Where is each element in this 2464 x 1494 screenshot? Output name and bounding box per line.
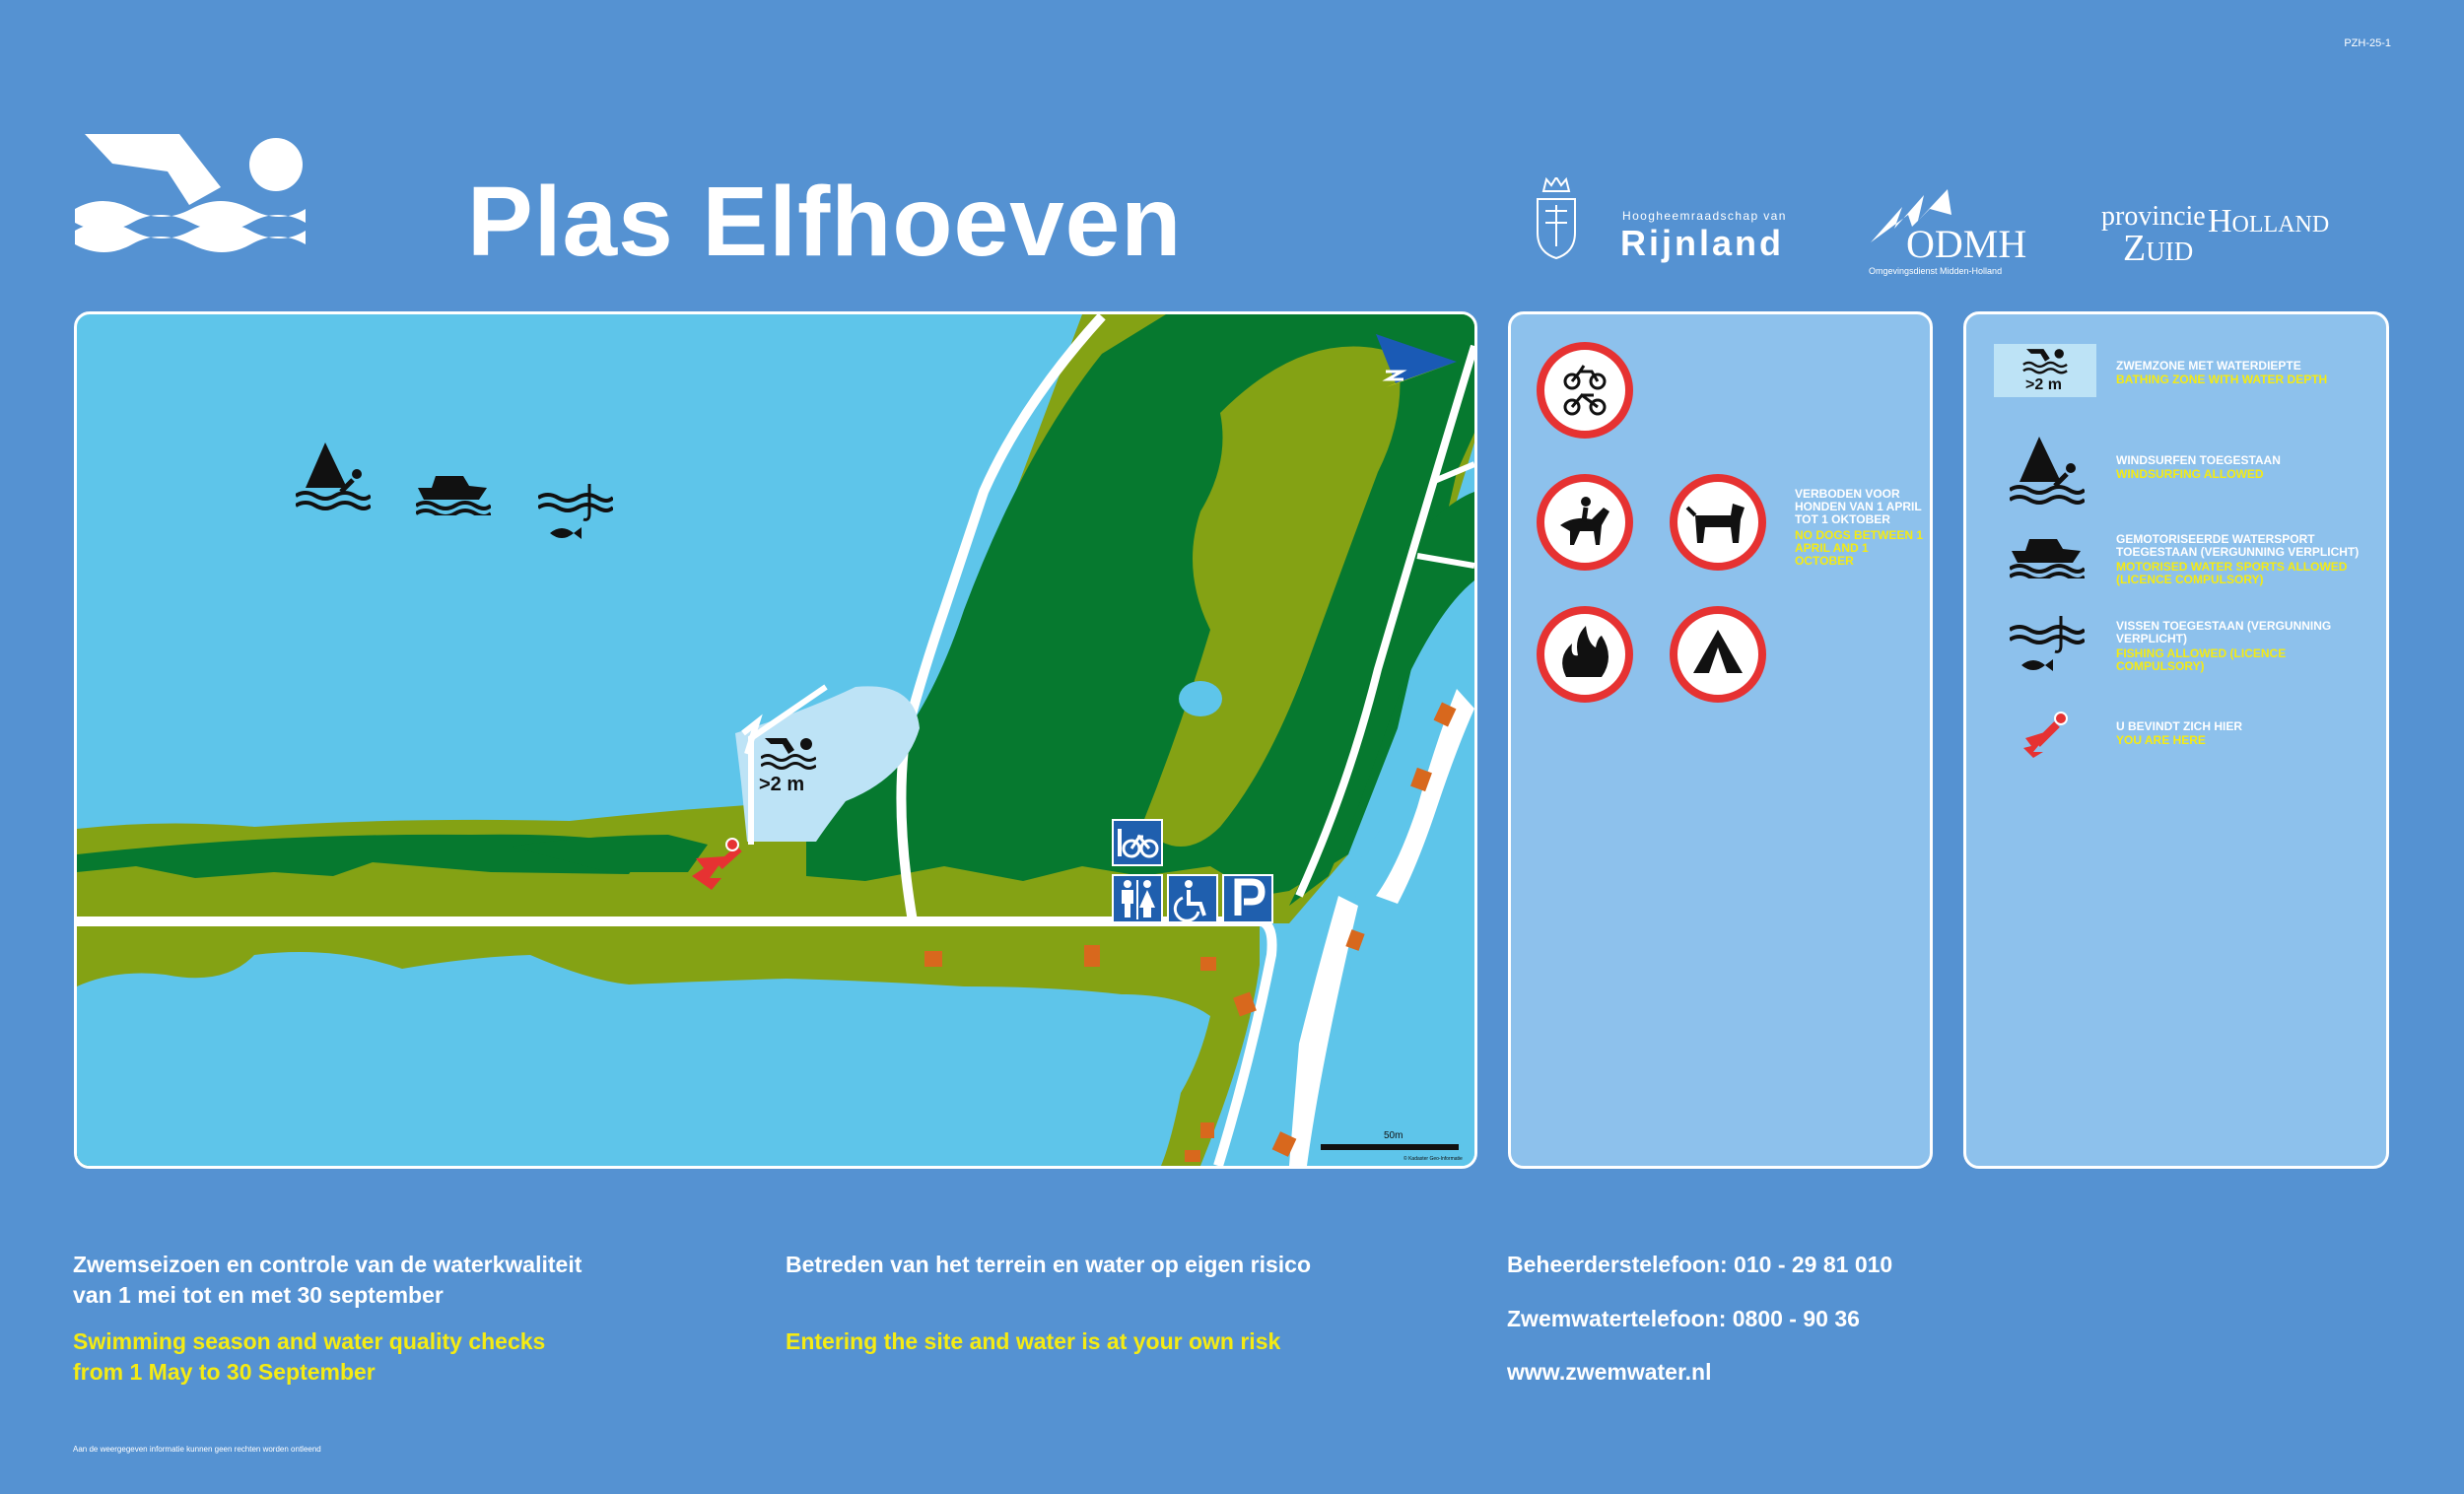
wheelchair-icon <box>1167 874 1218 923</box>
no-camping-icon <box>1670 606 1766 703</box>
no-dogs-text-nl: VERBODEN VOOR HONDEN VAN 1 APRIL TOT 1 O… <box>1795 487 1922 526</box>
disclaimer: Aan de weergegeven informatie kunnen gee… <box>73 1445 321 1454</box>
legend-you-are-here-en: YOU ARE HERE <box>2116 733 2206 747</box>
legend-swim-zone-nl: ZWEMZONE MET WATERDIEPTE <box>2116 359 2301 373</box>
risk-info-nl: Betreden van het terrein en water op eig… <box>786 1252 1311 1277</box>
legend-you-are-here-nl: U BEVINDT ZICH HIER <box>2116 719 2243 733</box>
no-horses-icon <box>1537 474 1633 571</box>
toilets-icon <box>1112 874 1163 923</box>
legend-motorised-nl: GEMOTORISEERDE WATERSPORT TOEGESTAAN (VE… <box>2116 532 2360 559</box>
legend-fishing-nl: VISSEN TOEGESTAAN (VERGUNNING VERPLICHT) <box>2116 619 2332 645</box>
rijnland-logo-small: Hoogheemraadschap van <box>1622 209 1787 223</box>
rijnland-logo-text: Rijnland <box>1620 223 1784 263</box>
legend-swim-zone-icon: >2 m <box>1994 344 2096 397</box>
zuid-logo-text: Zuid <box>2123 228 2194 269</box>
provincie-logo-text: provincie <box>2101 201 2206 232</box>
odmh-logo-subtitle: Omgevingsdienst Midden-Holland <box>1869 266 2003 276</box>
legend-windsurfing-en: WINDSURFING ALLOWED <box>2116 467 2264 481</box>
parking-icon <box>1222 874 1273 923</box>
page-title: Plas Elfhoeven <box>467 167 1183 277</box>
season-info-en: Swimming season and water quality checks… <box>73 1328 546 1385</box>
scale-bar <box>1321 1144 1459 1150</box>
swimming-icon <box>75 134 306 252</box>
you-are-here-icon <box>2023 712 2068 758</box>
legend-swim-zone-en: BATHING ZONE WITH WATER DEPTH <box>2116 373 2328 386</box>
sign-code: PZH-25-1 <box>2344 37 2391 49</box>
legend-depth-label: >2 m <box>2025 376 2062 393</box>
prohibitions-panel: VERBODEN VOOR HONDEN VAN 1 APRIL TOT 1 O… <box>1508 311 1933 1169</box>
windsurfing-icon <box>296 442 371 510</box>
no-fires-icon <box>1537 606 1633 703</box>
risk-info-en: Entering the site and water is at your o… <box>786 1328 1281 1354</box>
map-copyright: © Kadaster Geo-Informatie <box>1403 1156 1463 1162</box>
holland-logo-text: Holland <box>2208 203 2330 239</box>
no-mopeds-bicycles-icon <box>1537 342 1633 439</box>
website-link[interactable]: www.zwemwater.nl <box>1507 1359 1712 1385</box>
no-dogs-text-en: NO DOGS BETWEEN 1 APRIL AND 1 OCTOBER <box>1795 528 1924 568</box>
swimwater-phone: Zwemwatertelefoon: 0800 - 90 36 <box>1507 1306 1860 1331</box>
legend-motorised-en: MOTORISED WATER SPORTS ALLOWED (LICENCE … <box>2116 560 2348 586</box>
fishing-icon <box>538 484 613 539</box>
scale-label: 50m <box>1384 1130 1403 1141</box>
swim-zone-icon <box>761 738 816 770</box>
motorboat-icon <box>416 476 491 515</box>
bicycle-parking-icon <box>1112 819 1163 866</box>
legend-panel: >2 m ZWEMZONE MET WATERDIEPTE BATHING ZO… <box>1963 311 2389 1169</box>
manager-phone: Beheerderstelefoon: 010 - 29 81 010 <box>1507 1252 1893 1277</box>
legend-fishing-en: FISHING ALLOWED (LICENCE COMPULSORY) <box>2116 646 2287 673</box>
rijnland-crest-icon <box>1537 177 1576 260</box>
no-dogs-icon <box>1670 474 1766 571</box>
legend-windsurfing-icon <box>2010 437 2085 505</box>
season-info-nl: Zwemseizoen en controle van de waterkwal… <box>73 1252 582 1308</box>
depth-label: >2 m <box>759 774 805 795</box>
area-map <box>77 314 1474 1166</box>
map-panel: >2 m 50m © Kadaster Geo-Informatie <box>74 311 1477 1169</box>
legend-fishing-icon <box>2010 616 2085 671</box>
legend-windsurfing-nl: WINDSURFEN TOEGESTAAN <box>2116 453 2281 467</box>
odmh-logo-text: ODMH <box>1906 222 2027 266</box>
odmh-logo-icon <box>1871 189 1951 242</box>
legend-motorboat-icon <box>2010 539 2085 578</box>
